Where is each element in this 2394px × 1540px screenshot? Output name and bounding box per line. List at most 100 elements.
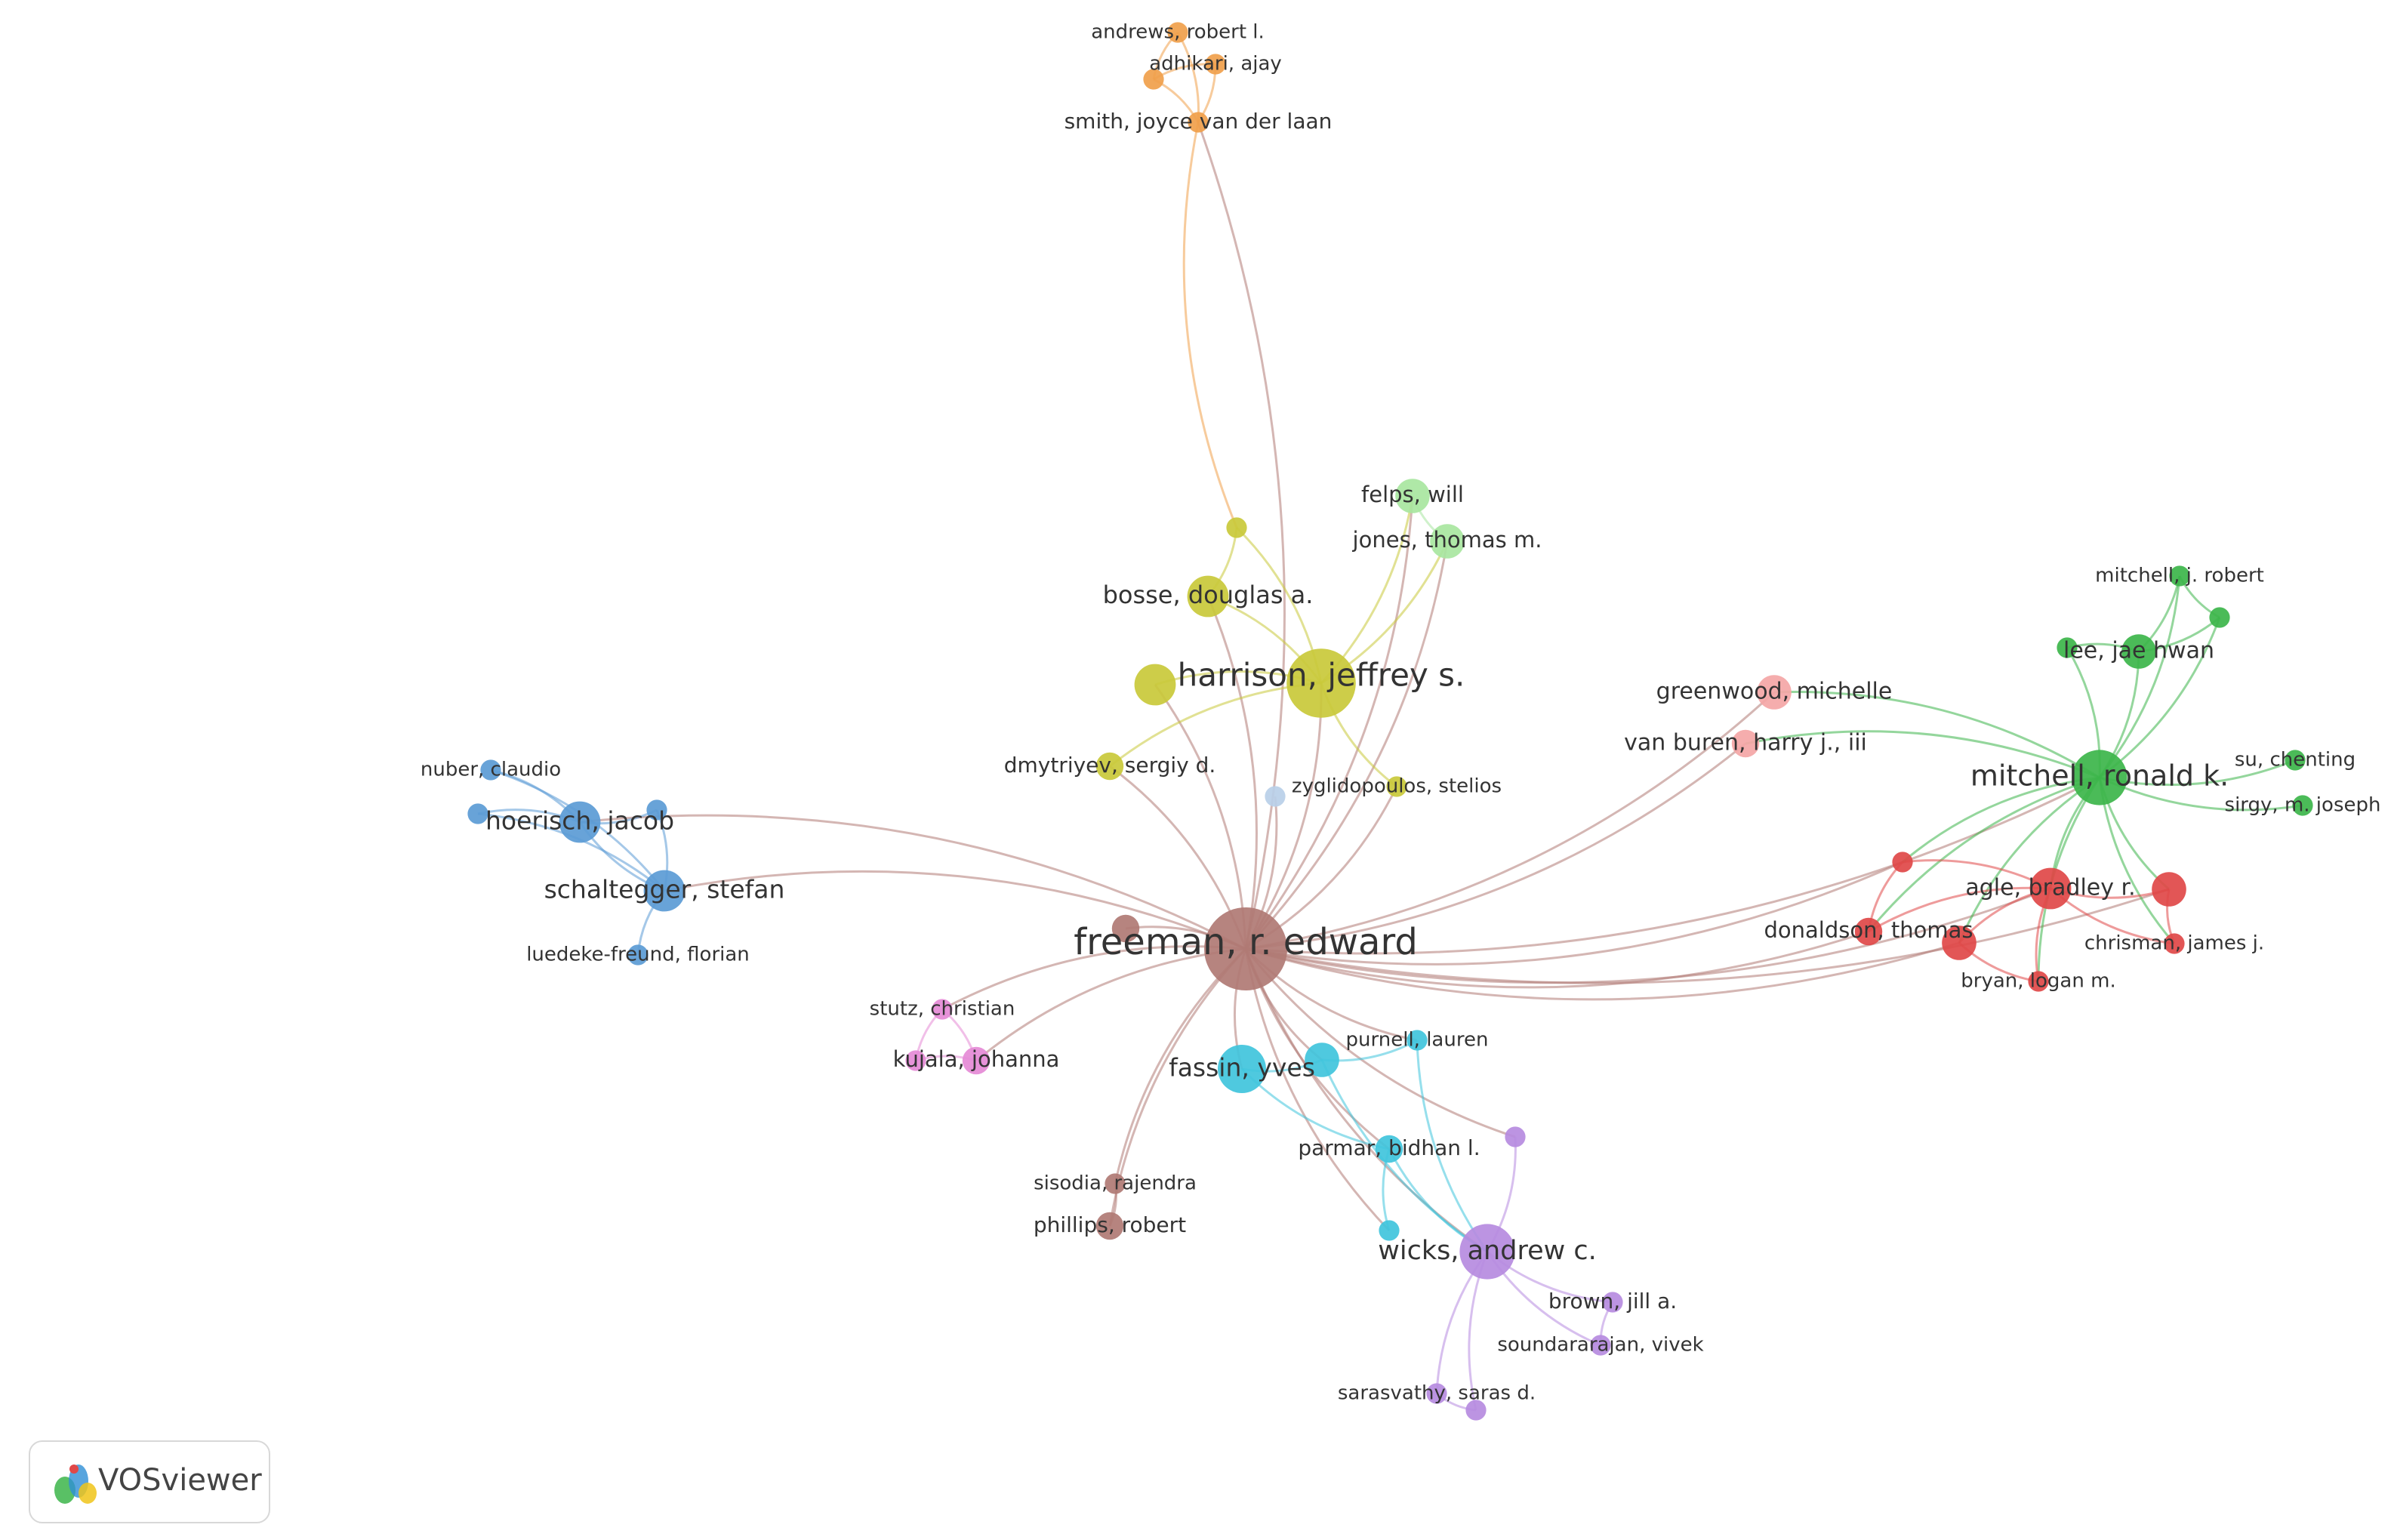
network-link [1902, 776, 2100, 864]
node-label-brown-jill: brown, jill a. [1548, 1289, 1677, 1314]
node-red-top[interactable] [1892, 852, 1913, 873]
node-cyan-right[interactable] [1305, 1043, 1339, 1077]
node-sisodia[interactable] [1105, 1173, 1126, 1194]
network-link [1416, 1040, 1489, 1252]
network-link [1244, 948, 1516, 1138]
node-soundararajan[interactable] [1590, 1335, 1611, 1356]
node-yellow-mid[interactable] [1134, 664, 1176, 706]
node-schaltegger[interactable] [643, 870, 686, 912]
vosviewer-logo-icon [54, 1465, 97, 1504]
node-purple-low[interactable] [1465, 1400, 1487, 1421]
vosviewer-brand-name: VOSviewer [98, 1463, 262, 1498]
node-red-mid[interactable] [1942, 926, 1977, 960]
node-label-purnell: purnell, lauren [1346, 1029, 1489, 1052]
node-zyglidopoulos[interactable] [1386, 776, 1407, 797]
node-blue-a[interactable] [467, 803, 488, 824]
node-su[interactable] [2285, 750, 2306, 771]
node-label-sirgy: sirgy, m. joseph [2225, 794, 2381, 817]
node-label-mitchell-robert: mitchell, j. robert [2095, 565, 2264, 587]
node-label-zyglidopoulos: zyglidopoulos, stelios [1292, 775, 1502, 798]
node-harrison[interactable] [1286, 648, 1356, 718]
node-felps[interactable] [1395, 479, 1430, 513]
node-andrews[interactable] [1167, 22, 1188, 43]
node-smith[interactable] [1188, 112, 1209, 133]
network-link [1244, 948, 1391, 1232]
node-bryan[interactable] [2028, 971, 2049, 992]
network-link [1182, 122, 1238, 528]
network-nodes [467, 22, 2313, 1421]
network-link [1244, 495, 1414, 950]
network-link [1245, 888, 2170, 984]
vosviewer-logo-box: VOSviewer [29, 1440, 270, 1523]
node-label-donaldson: donaldson, thomas [1764, 917, 1973, 943]
node-bosse[interactable] [1187, 575, 1229, 618]
node-luedeke[interactable] [627, 944, 649, 966]
node-brown-jill[interactable] [1602, 1292, 1623, 1313]
network-link [2098, 575, 2181, 778]
node-label-bryan: bryan, logan m. [1961, 970, 2115, 993]
node-chrisman[interactable] [2164, 933, 2185, 954]
node-label-nuber: nuber, claudio [421, 759, 561, 781]
node-mitchell-robert[interactable] [2169, 565, 2190, 587]
node-label-freeman: freeman, r. edward [1074, 921, 1418, 963]
node-orange-small[interactable] [1143, 69, 1164, 90]
network-link [1867, 776, 2100, 932]
node-label-felps: felps, will [1361, 482, 1464, 507]
node-stutz[interactable] [932, 999, 953, 1020]
node-green-left[interactable] [2057, 637, 2078, 658]
node-sirgy[interactable] [2292, 795, 2313, 816]
node-brown-small[interactable] [1111, 914, 1140, 943]
node-cyan-low[interactable] [1379, 1220, 1400, 1241]
node-fassin[interactable] [1218, 1045, 1266, 1093]
node-label-vanburen: van buren, harry j., iii [1624, 730, 1867, 756]
node-label-luedeke: luedeke-freund, florian [526, 944, 750, 966]
node-label-smith: smith, joyce van der laan [1065, 109, 1333, 134]
node-label-phillips: phillips, robert [1034, 1212, 1186, 1237]
node-purple-top[interactable] [1505, 1126, 1526, 1147]
node-wicks[interactable] [1459, 1224, 1515, 1280]
node-label-fassin: fassin, yves [1169, 1053, 1315, 1083]
node-label-soundararajan: soundararajan, vivek [1497, 1334, 1703, 1357]
node-label-kujala: kujala, johanna [893, 1046, 1060, 1072]
node-label-schaltegger: schaltegger, stefan [544, 875, 785, 904]
node-mitchell-ronald[interactable] [2072, 750, 2127, 805]
network-link [1206, 596, 1258, 950]
node-adhikari[interactable] [1205, 54, 1226, 75]
node-donaldson[interactable] [1854, 917, 1883, 946]
node-vanburen[interactable] [1731, 729, 1760, 758]
node-label-andrews: andrews, robert l. [1091, 21, 1265, 44]
node-purnell[interactable] [1407, 1030, 1428, 1051]
node-greenwood[interactable] [1757, 675, 1792, 710]
node-freeman[interactable] [1204, 907, 1287, 990]
network-link [1197, 122, 1286, 950]
node-yellow-top[interactable] [1226, 517, 1247, 538]
node-agle[interactable] [2029, 867, 2072, 910]
node-kujala[interactable] [962, 1046, 991, 1075]
node-label-lee: lee, jae hwan [2063, 638, 2214, 664]
node-dmytriyev[interactable] [1095, 752, 1124, 781]
node-lightblue-node[interactable] [1265, 786, 1286, 807]
network-link [1244, 541, 1449, 950]
node-label-agle: agle, bradley r. [1965, 875, 2135, 901]
network-link [579, 814, 1246, 950]
network-link [1245, 742, 1746, 950]
node-hoerisch[interactable] [559, 801, 601, 843]
node-label-hoerisch: hoerisch, jacob [485, 806, 674, 836]
node-label-sarasvathy: sarasvathy, saras d. [1338, 1382, 1536, 1405]
node-magenta-small[interactable] [905, 1050, 926, 1071]
node-label-harrison: harrison, jeffrey s. [1178, 657, 1465, 694]
node-sarasvathy[interactable] [1426, 1383, 1447, 1404]
network-link [975, 947, 1246, 1062]
node-nuber[interactable] [480, 759, 501, 781]
node-label-stutz: stutz, christian [870, 998, 1015, 1021]
node-lee[interactable] [2121, 634, 2156, 669]
node-jones[interactable] [1430, 524, 1465, 559]
node-blue-b[interactable] [646, 799, 667, 821]
node-red-right[interactable] [2152, 872, 2186, 907]
node-parmar[interactable] [1375, 1135, 1403, 1163]
node-green-right[interactable] [2209, 607, 2230, 628]
node-phillips[interactable] [1095, 1212, 1124, 1240]
node-label-greenwood: greenwood, michelle [1656, 679, 1893, 705]
